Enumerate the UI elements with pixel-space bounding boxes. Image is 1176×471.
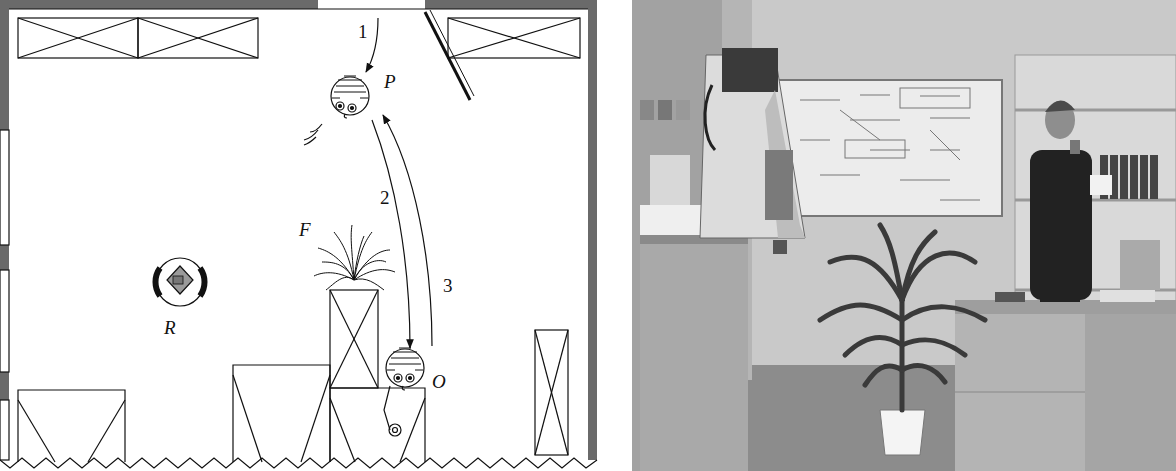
floor-plan xyxy=(0,0,597,468)
figure-letter: R xyxy=(164,318,176,337)
figure-letter: O xyxy=(432,372,446,391)
callout-number: 1 xyxy=(358,22,368,41)
figure-letter: F xyxy=(299,220,311,239)
figure-letter: P xyxy=(384,72,396,91)
callout-number: 2 xyxy=(380,188,390,207)
callout-number: 3 xyxy=(443,276,453,295)
photo xyxy=(632,0,1176,471)
